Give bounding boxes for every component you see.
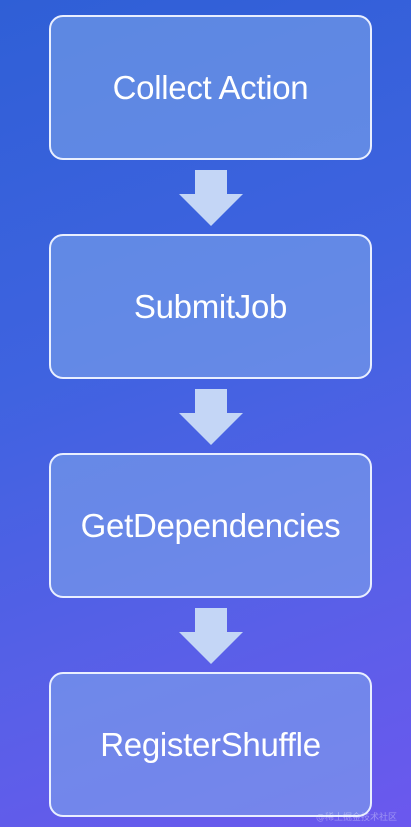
step-box-register-shuffle: RegisterShuffle — [49, 672, 372, 817]
step-box-get-dependencies: GetDependencies — [49, 453, 372, 598]
step-label: GetDependencies — [80, 506, 341, 544]
down-arrow-icon — [179, 608, 243, 664]
down-arrow-icon — [179, 170, 243, 226]
down-arrow-icon — [179, 389, 243, 445]
step-label: RegisterShuffle — [100, 725, 321, 763]
watermark: @稀土掘金技术社区 — [315, 813, 397, 823]
step-box-submit-job: SubmitJob — [49, 234, 372, 379]
step-box-collect-action: Collect Action — [49, 15, 372, 160]
step-label: Collect Action — [112, 68, 309, 106]
step-label: SubmitJob — [133, 287, 288, 325]
